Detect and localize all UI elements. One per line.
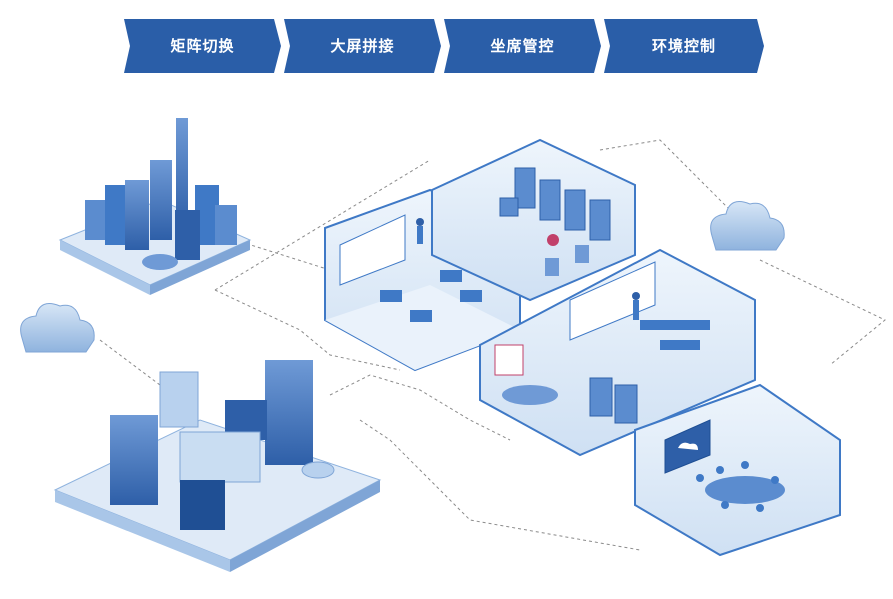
- tab-label: 环境控制: [651, 37, 716, 55]
- meeting-table: [502, 385, 558, 405]
- operations-room: [479, 248, 756, 457]
- tab-matrix-switch[interactable]: 矩阵切换: [124, 19, 281, 73]
- cloud-icon: [710, 201, 785, 251]
- server-rack-icon: [589, 377, 638, 424]
- person-icon: [696, 461, 779, 512]
- tab-environment-control[interactable]: 环境控制: [604, 19, 764, 73]
- person-icon: [416, 218, 424, 244]
- tab-label: 大屏拼接: [330, 37, 395, 55]
- city-icon: [53, 360, 382, 572]
- tab-shape: [284, 19, 441, 73]
- poster: [494, 344, 524, 376]
- video-wall-icon: [569, 261, 656, 341]
- tab-label: 矩阵切换: [170, 37, 235, 55]
- workstation-icon: [380, 270, 482, 322]
- tab-label: 坐席管控: [490, 37, 555, 55]
- workstation-icon: [640, 320, 710, 350]
- meeting-table: [705, 476, 785, 504]
- video-wall-icon: [339, 214, 406, 286]
- tab-seat-control[interactable]: 坐席管控: [444, 19, 601, 73]
- video-wall-icon: [664, 419, 711, 474]
- city-icon: [58, 118, 252, 295]
- tab-shape: [444, 19, 601, 73]
- tab-shape: [604, 19, 764, 73]
- alert-icon: [547, 234, 559, 246]
- server-rack-icon: [499, 167, 611, 241]
- server-room: [431, 138, 636, 302]
- person-icon: [632, 292, 640, 320]
- feature-tab-bar: 矩阵切换 大屏拼接 坐席管控 环境控制: [124, 19, 764, 73]
- network-connector-lines: [99, 139, 886, 551]
- isometric-illustration: [20, 118, 886, 572]
- cloud-icon: [20, 303, 95, 353]
- tab-shape: [124, 19, 281, 73]
- tab-video-wall[interactable]: 大屏拼接: [284, 19, 441, 73]
- meeting-room: [634, 383, 841, 557]
